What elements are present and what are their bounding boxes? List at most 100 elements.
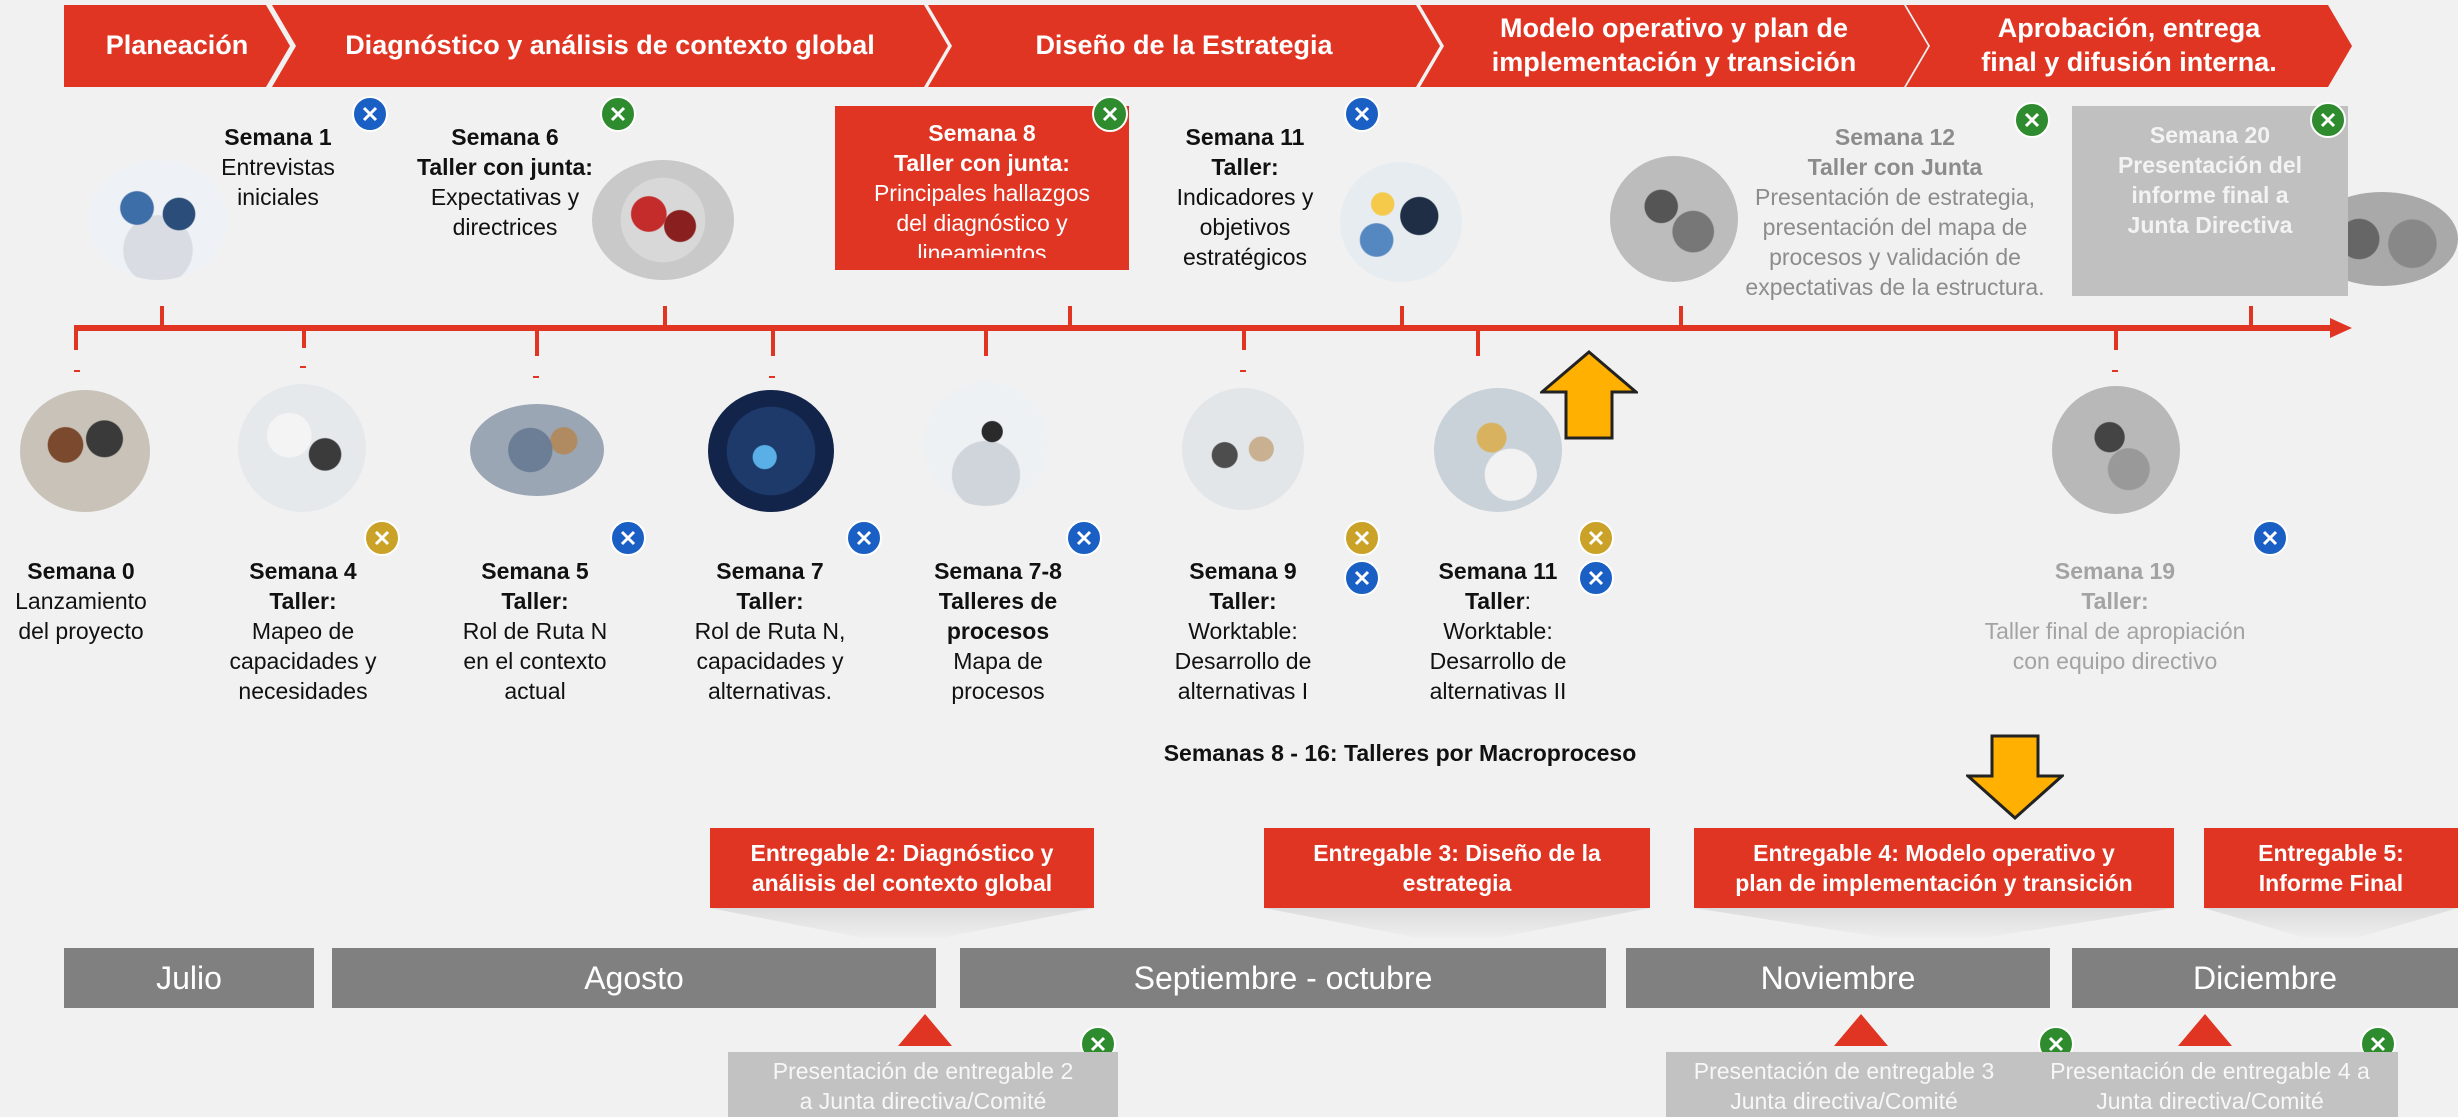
photo-digital bbox=[708, 390, 834, 512]
down-arrow-icon bbox=[1966, 734, 2064, 820]
event-line: Indicadores y bbox=[1176, 184, 1314, 210]
x-circle-icon bbox=[610, 520, 646, 556]
event-line: alternativas. bbox=[707, 678, 832, 704]
event-week: Semana 5 bbox=[481, 558, 589, 584]
event-week: Semana 12 bbox=[1834, 124, 1956, 150]
x-circle-icon bbox=[1344, 96, 1380, 132]
event-week: Semana 7-8 bbox=[934, 558, 1062, 584]
timeline-axis bbox=[74, 325, 2334, 331]
event-line: Rol de Ruta N, bbox=[694, 618, 846, 644]
deliverable-line: plan de implementación y transición bbox=[1735, 870, 2133, 896]
x-circle-icon bbox=[352, 96, 388, 132]
x-circle-icon bbox=[1344, 560, 1380, 596]
presentation-line: Presentación de entregable 4 a bbox=[2050, 1058, 2370, 1084]
photo-worktable-1 bbox=[1182, 388, 1304, 510]
month-julio: Julio bbox=[64, 948, 314, 1008]
deliverable-4: Entregable 4: Modelo operativo y plan de… bbox=[1694, 828, 2174, 908]
x-circle-icon bbox=[846, 520, 882, 556]
tick-mark bbox=[2112, 370, 2118, 372]
event-semana-7-8: Semana 7-8 Talleres de procesos Mapa de … bbox=[900, 556, 1096, 706]
x-circle-icon bbox=[2310, 102, 2346, 138]
tick bbox=[1400, 306, 1404, 326]
phase-label: Planeación bbox=[105, 30, 249, 61]
event-subtitle: Taller: bbox=[1211, 154, 1279, 180]
event-line: procesos bbox=[951, 678, 1045, 704]
x-circle-icon bbox=[1344, 520, 1380, 556]
event-line: estratégicos bbox=[1182, 244, 1307, 270]
deliverable-shadow bbox=[1264, 908, 1650, 938]
x-circle-icon bbox=[2014, 102, 2050, 138]
phase-label: Diseño de la Estrategia bbox=[1035, 30, 1333, 61]
event-week: Semana 20 bbox=[2149, 122, 2271, 148]
event-line: en el contexto bbox=[463, 648, 607, 674]
presentation-line: a Junta directiva/Comité bbox=[799, 1088, 1047, 1114]
event-subtitle-2: procesos bbox=[946, 618, 1050, 644]
event-semana-7: Semana 7 Taller: Rol de Ruta N, capacida… bbox=[668, 556, 872, 706]
event-line: Lanzamiento bbox=[15, 588, 147, 614]
phase-planeacion: Planeación bbox=[64, 5, 290, 87]
event-line: Mapa de bbox=[953, 648, 1043, 674]
event-line: Expectativas y bbox=[430, 184, 580, 210]
month-septiembre-octubre: Septiembre - octubre bbox=[960, 948, 1606, 1008]
event-line: expectativas de la estructura. bbox=[1745, 274, 2045, 300]
event-line: actual bbox=[504, 678, 566, 704]
x-circle-icon bbox=[364, 520, 400, 556]
event-line: Mapeo de bbox=[251, 618, 355, 644]
deliverable-shadow bbox=[710, 908, 1094, 938]
tick bbox=[74, 330, 78, 350]
phase-diagnostico: Diagnóstico y análisis de contexto globa… bbox=[272, 5, 948, 87]
presentation-entregable-4: Presentación de entregable 4 a Junta dir… bbox=[2022, 1052, 2398, 1117]
event-line: presentación del mapa de bbox=[1762, 214, 2028, 240]
photo-mapping bbox=[238, 384, 366, 512]
event-subtitle: Taller: bbox=[736, 588, 804, 614]
phase-label-line1: Aprobación, entrega bbox=[1997, 13, 2261, 44]
photo-process bbox=[924, 382, 1048, 506]
tick-mark bbox=[1240, 370, 1246, 372]
event-line: Principales hallazgos bbox=[873, 180, 1091, 206]
event-line: Worktable: bbox=[1188, 618, 1298, 644]
event-line: del diagnóstico y bbox=[896, 210, 1068, 236]
x-circle-icon bbox=[2252, 520, 2288, 556]
tick-mark bbox=[74, 370, 80, 372]
month-diciembre: Diciembre bbox=[2072, 948, 2458, 1008]
presentation-line: Junta directiva/Comité bbox=[2096, 1088, 2324, 1114]
deliverable-line: Entregable 5: bbox=[2258, 840, 2404, 866]
event-week: Semana 4 bbox=[249, 558, 357, 584]
event-line: del proyecto bbox=[18, 618, 144, 644]
event-subtitle: Taller: bbox=[501, 588, 569, 614]
tick bbox=[663, 306, 667, 326]
month-noviembre: Noviembre bbox=[1626, 948, 2050, 1008]
phase-label-line2: final y difusión interna. bbox=[1981, 47, 2277, 77]
event-line: con equipo directivo bbox=[2012, 648, 2218, 674]
event-line: capacidades y bbox=[696, 648, 844, 674]
event-line: iniciales bbox=[237, 184, 319, 210]
deliverable-line: estrategia bbox=[1402, 870, 1512, 896]
event-line: Taller final de apropiación bbox=[1984, 618, 2246, 644]
event-semana-4: Semana 4 Taller: Mapeo de capacidades y … bbox=[210, 556, 396, 706]
event-line: Presentación del bbox=[2117, 152, 2303, 178]
up-arrow-icon bbox=[1540, 350, 1638, 440]
event-semana-1: Semana 1 Entrevistas iniciales bbox=[198, 122, 358, 212]
event-subtitle: Taller con junta: bbox=[894, 150, 1070, 176]
event-week: Semana 0 bbox=[27, 558, 135, 584]
x-circle-icon bbox=[600, 96, 636, 132]
event-semana-12: Semana 12 Taller con Junta Presentación … bbox=[1720, 122, 2070, 302]
event-semana-19-text: Semana 19 Taller: Taller final de apropi… bbox=[1940, 556, 2290, 676]
event-semana-11-upper: Semana 11 Taller: Indicadores y objetivo… bbox=[1150, 122, 1340, 272]
event-line: Desarrollo de bbox=[1429, 648, 1567, 674]
deliverable-line: Entregable 4: Modelo operativo y bbox=[1753, 840, 2115, 866]
month-agosto: Agosto bbox=[332, 948, 936, 1008]
tick bbox=[984, 330, 988, 356]
event-line: Rol de Ruta N bbox=[462, 618, 608, 644]
event-line: necesidades bbox=[238, 678, 368, 704]
phase-diseno: Diseño de la Estrategia bbox=[928, 5, 1440, 87]
event-semana-0: Semana 0 Lanzamiento del proyecto bbox=[0, 556, 162, 646]
phase-label-line1: Modelo operativo y plan de bbox=[1499, 13, 1849, 44]
event-subtitle: Taller: bbox=[1209, 588, 1277, 614]
presentation-line: Presentación de entregable 2 bbox=[772, 1058, 1074, 1084]
photo-strategy bbox=[1340, 162, 1462, 282]
tick bbox=[302, 330, 306, 348]
presentation-marker bbox=[898, 1014, 952, 1046]
